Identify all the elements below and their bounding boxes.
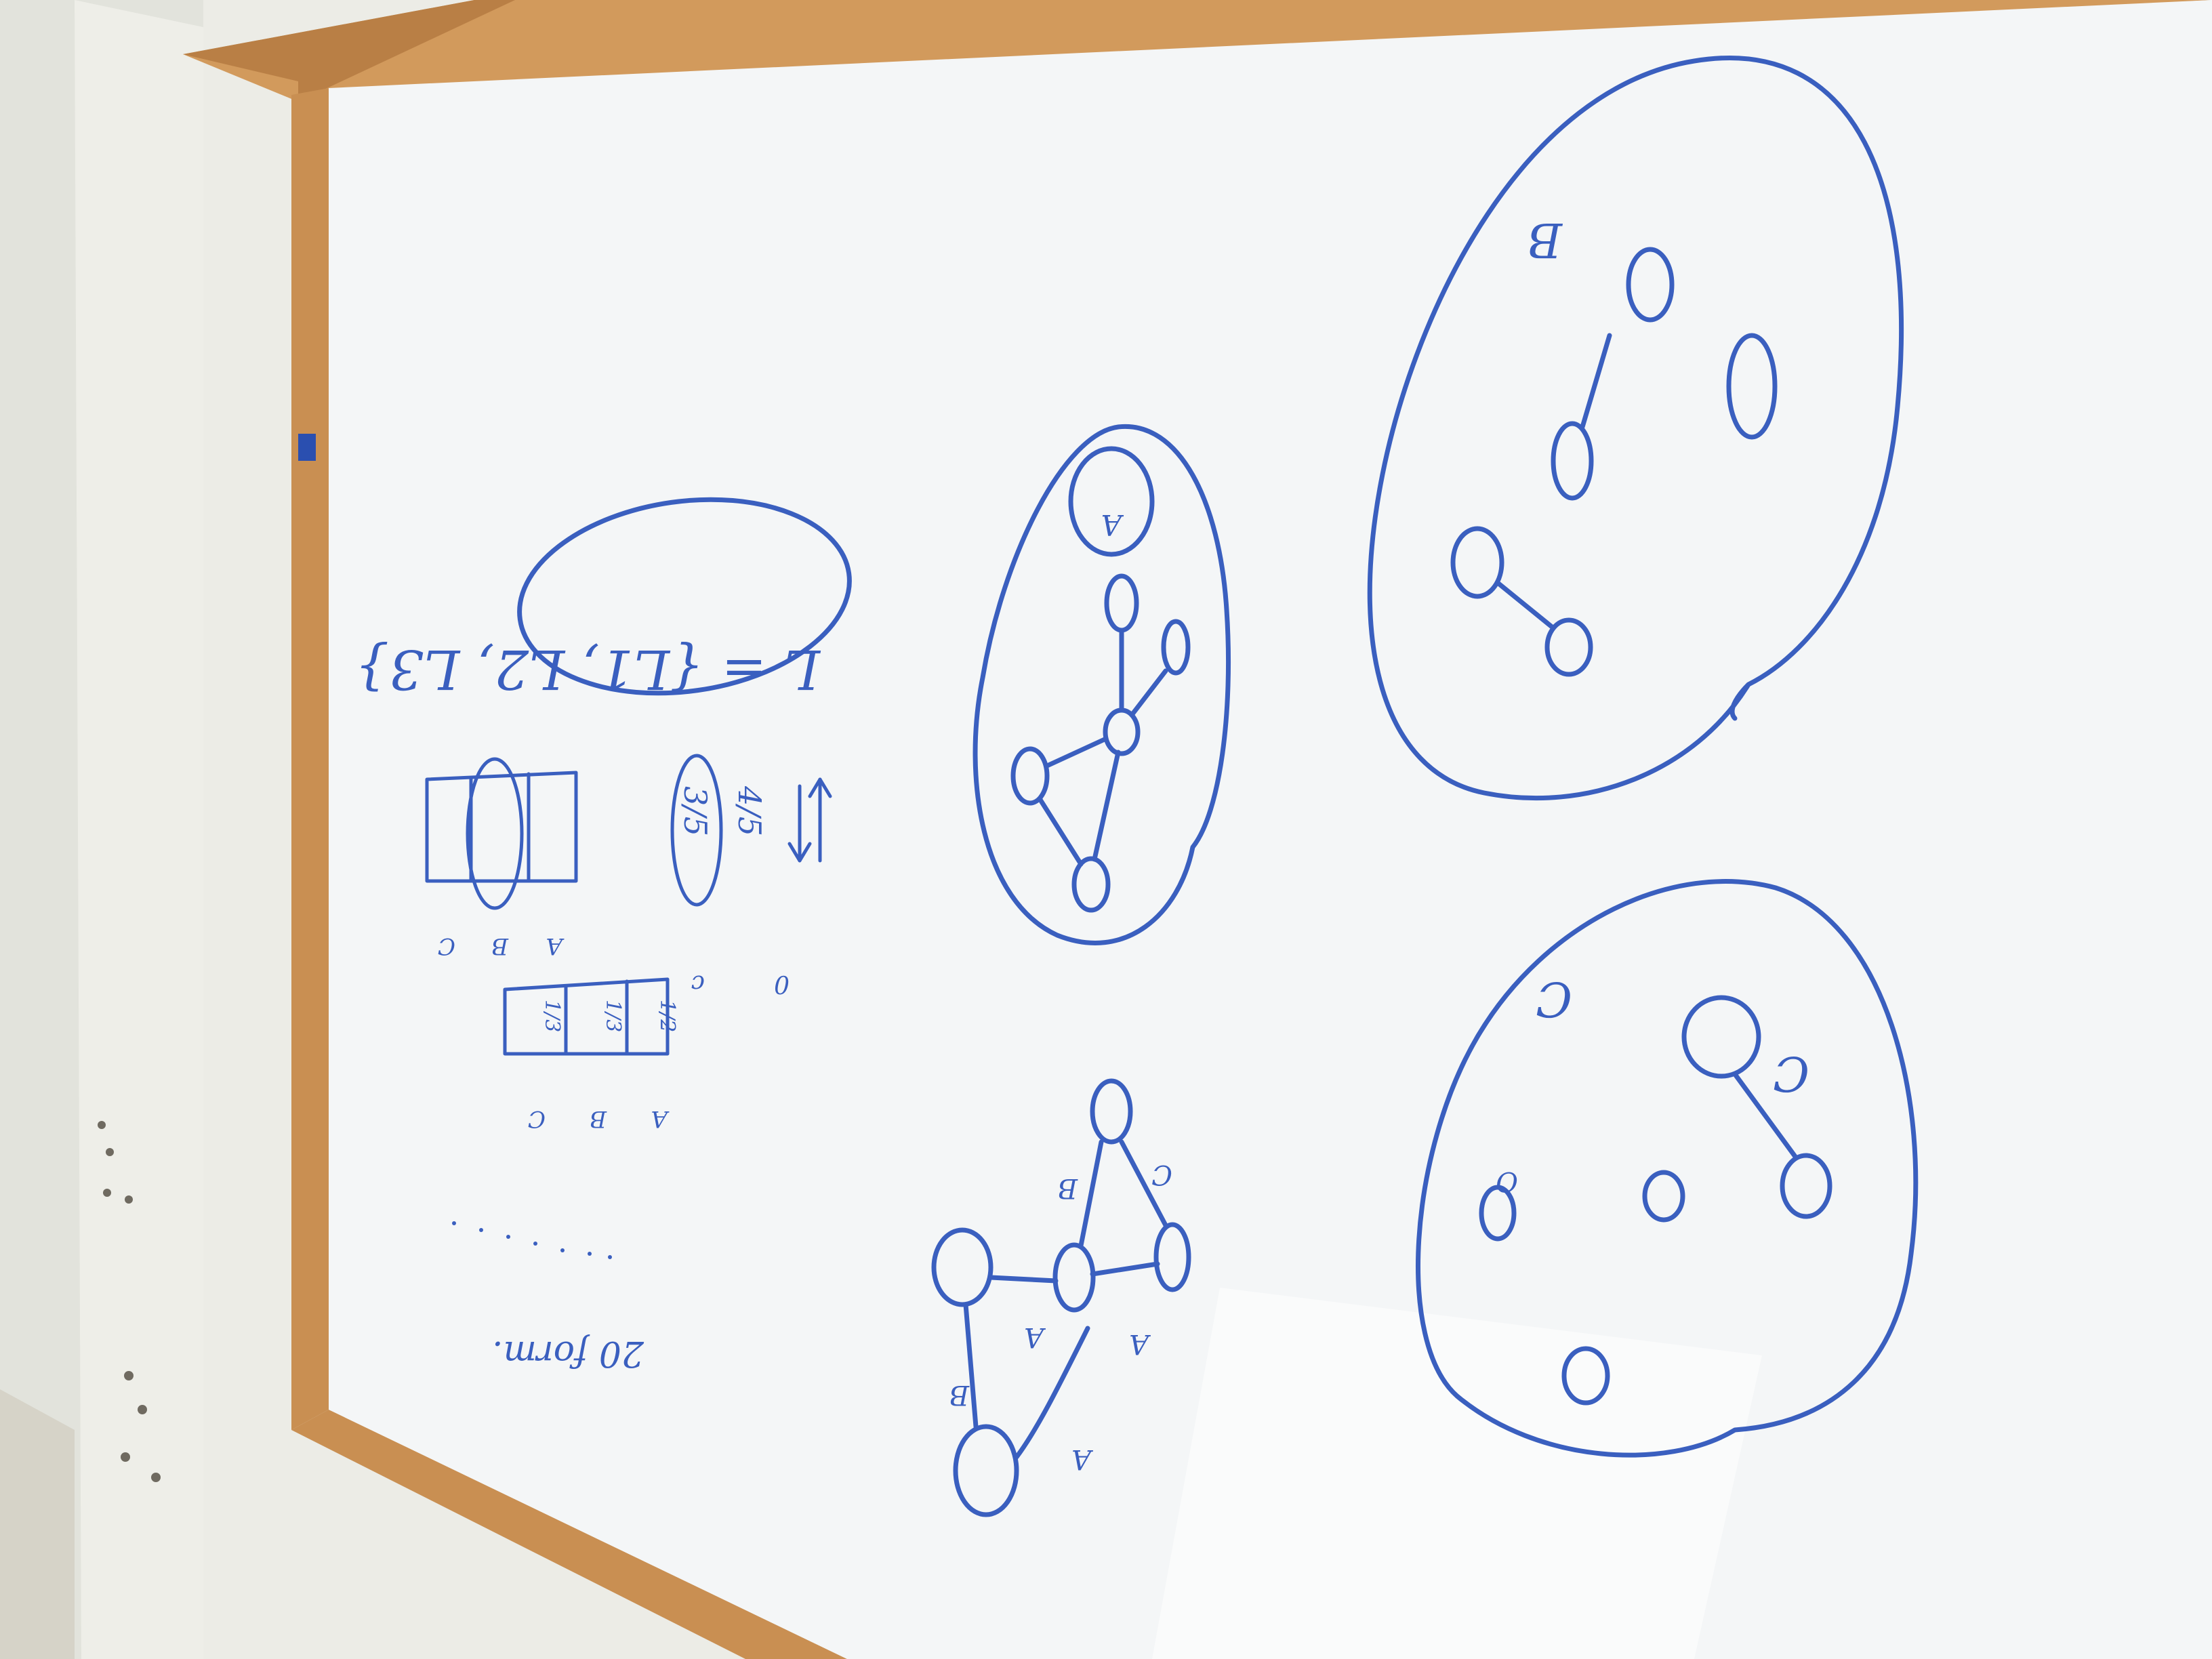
edge-center-bottom bbox=[1092, 750, 1121, 862]
cluster-middle: A bbox=[972, 424, 1231, 945]
g-node-bottom bbox=[953, 1424, 1019, 1517]
table-label-b: B bbox=[590, 1105, 607, 1132]
set-definition-group: L = {L1, L2, L3} bbox=[354, 497, 852, 701]
g-label-b1: B bbox=[1058, 1172, 1078, 1204]
venn-label-a: A bbox=[546, 933, 565, 960]
g-edge-mid-right bbox=[1090, 1261, 1160, 1277]
table-label-a: A bbox=[651, 1105, 670, 1132]
cbr-label-c1: C bbox=[1536, 971, 1572, 1027]
dotted-line bbox=[452, 1221, 612, 1259]
marker-label bbox=[298, 434, 316, 461]
frame-bottom bbox=[291, 1410, 847, 1659]
g-node-top bbox=[1090, 1078, 1133, 1145]
venn-rectangle bbox=[425, 771, 578, 883]
g-node-right bbox=[1153, 1222, 1191, 1292]
floor-corner bbox=[0, 1389, 75, 1659]
cluster-bottom-right: C C O bbox=[1416, 879, 1919, 1458]
cluster-top-right-outline bbox=[1367, 56, 1904, 801]
wall-holes bbox=[98, 1121, 161, 1482]
fraction-row-c: c bbox=[691, 970, 705, 998]
footnote-text: 20 form. bbox=[492, 1333, 644, 1374]
probability-table: 1/2 1/3 1/3 A B C bbox=[503, 977, 679, 1132]
fraction-oval bbox=[670, 754, 723, 907]
fraction-row-0: 0 bbox=[774, 970, 790, 998]
cbr-node-top bbox=[1681, 995, 1761, 1079]
g-label-c: C bbox=[1151, 1159, 1172, 1190]
table-value-a: 1/2 bbox=[655, 1000, 679, 1032]
g-label-a1: A bbox=[1024, 1322, 1046, 1353]
g-edge-top-mid bbox=[1078, 1139, 1104, 1248]
cluster-bottom-right-outline bbox=[1416, 879, 1919, 1458]
graph-small: B C A A B A bbox=[931, 1078, 1191, 1517]
cbr-node-left bbox=[1479, 1185, 1517, 1242]
ctr-node-top bbox=[1626, 247, 1675, 323]
table-value-b: 1/3 bbox=[601, 1000, 625, 1032]
node-left bbox=[1010, 746, 1050, 806]
g-label-a2: A bbox=[1129, 1328, 1151, 1359]
venn-box: A B C bbox=[425, 757, 578, 960]
edge-center-left bbox=[1044, 736, 1109, 769]
ctr-edge-top-mid bbox=[1580, 333, 1612, 430]
ctr-node-left-bottom bbox=[1544, 617, 1593, 677]
g-label-b2: B bbox=[949, 1379, 970, 1410]
cbr-label-c2: C bbox=[1773, 1046, 1809, 1101]
cbr-node-mid bbox=[1642, 1170, 1685, 1223]
arrow-1-head bbox=[808, 777, 832, 798]
edge-c2-center bbox=[1129, 668, 1168, 718]
node-a-circle bbox=[1068, 446, 1155, 557]
frame-left bbox=[291, 88, 329, 1430]
node-c2 bbox=[1161, 619, 1191, 676]
ctr-edge-left bbox=[1495, 580, 1555, 630]
g-edge-mid-bottom bbox=[1014, 1326, 1090, 1460]
g-edge-mid-left bbox=[988, 1275, 1059, 1284]
ctr-node-left bbox=[1450, 526, 1504, 599]
cbr-node-right bbox=[1780, 1153, 1832, 1219]
fraction-4-5: 4/5 bbox=[731, 785, 768, 836]
cbr-node-bottom bbox=[1561, 1346, 1610, 1406]
set-definition-text: L = {L1, L2, L3} bbox=[354, 638, 821, 701]
g-node-mid bbox=[1052, 1242, 1096, 1313]
frame-top bbox=[183, 0, 515, 102]
arrow-2-head bbox=[787, 842, 812, 863]
cbr-edge bbox=[1732, 1071, 1799, 1160]
venn-label-b: B bbox=[491, 933, 509, 960]
ctr-node-right bbox=[1726, 333, 1778, 440]
node-bottom bbox=[1071, 856, 1111, 913]
cbr-label-o: O bbox=[1496, 1166, 1518, 1197]
g-edge-left-bottom bbox=[963, 1302, 979, 1429]
wall-pillar bbox=[75, 0, 203, 1659]
venn-circle bbox=[466, 757, 524, 910]
edge-left-bottom bbox=[1038, 797, 1084, 867]
fraction-3-5: 3/5 bbox=[677, 786, 714, 836]
table-value-c: 1/3 bbox=[540, 1000, 564, 1032]
set-definition-oval bbox=[517, 497, 852, 696]
node-a-label: A bbox=[1101, 508, 1124, 541]
cluster-top-right: B bbox=[1367, 56, 1904, 801]
table-box bbox=[503, 977, 670, 1056]
ctr-node-mid bbox=[1551, 421, 1594, 501]
venn-label-c: C bbox=[438, 933, 455, 960]
fraction-column: 3/5 4/5 0 c bbox=[670, 754, 832, 998]
cluster-middle-outline bbox=[972, 424, 1231, 945]
table-label-c: C bbox=[528, 1105, 546, 1132]
whiteboard bbox=[329, 0, 2212, 1659]
g-edge-top-right bbox=[1119, 1139, 1168, 1228]
ctr-label-b: B bbox=[1528, 212, 1563, 268]
g-label-a3: A bbox=[1071, 1443, 1094, 1475]
g-node-left bbox=[931, 1227, 994, 1307]
